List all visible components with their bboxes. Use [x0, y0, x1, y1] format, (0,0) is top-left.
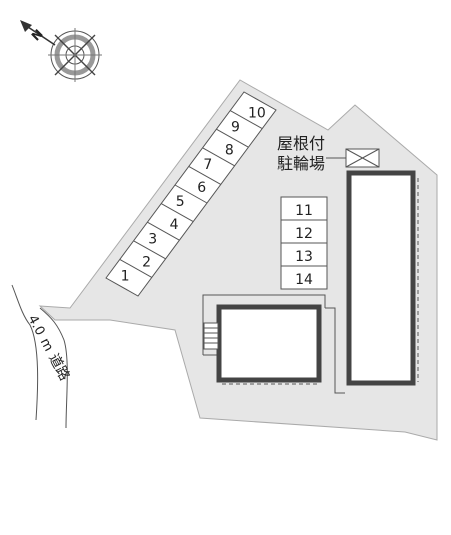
- walkway-outline: [325, 307, 336, 312]
- parking-divider: [174, 184, 208, 204]
- site-lot: [38, 79, 438, 441]
- building-small: [203, 304, 322, 385]
- parking-space-9: 9: [231, 120, 240, 136]
- parking-space-8: 8: [225, 143, 234, 159]
- bicycle-parking-label-line1: 屋根付: [277, 134, 325, 153]
- road-edge-left: [11, 284, 39, 421]
- parking-space-2: 2: [142, 254, 151, 270]
- road-width-unit: m: [37, 336, 56, 354]
- parking-space-5: 5: [176, 194, 185, 210]
- parking-space-1: 1: [121, 269, 130, 285]
- parking-space-14: 14: [295, 272, 313, 288]
- road-width-value: 4.0: [24, 313, 47, 338]
- bicycle-parking-label-line2: 駐輪場: [277, 154, 325, 173]
- parking-divider: [202, 147, 235, 167]
- road-edge-right: [39, 307, 68, 429]
- parking-divider: [133, 240, 166, 260]
- parking-divider: [160, 203, 194, 223]
- walkway-outline: [202, 294, 345, 394]
- parking-divider: [147, 221, 180, 241]
- road-name: 道路: [45, 351, 72, 383]
- parking-divider: [188, 165, 222, 185]
- compass: N: [20, 20, 102, 82]
- parking-divider: [119, 258, 153, 278]
- stairs-icon: [203, 322, 219, 350]
- parking-space-10: 10: [248, 105, 266, 121]
- diagonal-space-group: 12 34 56 78 9 10: [119, 105, 266, 285]
- parking-space-13: 13: [295, 249, 313, 265]
- parking-space-11: 11: [295, 203, 313, 219]
- roof-cross-icon: [345, 148, 380, 168]
- road-label: 4.0 m 道路: [24, 313, 72, 384]
- diagonal-parking: 12 34 56 78 9 10: [105, 91, 277, 297]
- parking-space-3: 3: [148, 231, 157, 247]
- parking-space-12: 12: [295, 226, 313, 242]
- compass-icon: [20, 20, 102, 82]
- building-large: [346, 170, 419, 386]
- parking-space-7: 7: [203, 157, 212, 173]
- parking-divider: [229, 110, 263, 130]
- parking-divider: [216, 128, 249, 148]
- bicycle-parking: 屋根付 駐輪場: [277, 134, 380, 173]
- parking-spaces-11-14: 11 12 13 14: [280, 196, 328, 290]
- parking-space-4: 4: [170, 217, 179, 233]
- parking-space-6: 6: [197, 180, 206, 196]
